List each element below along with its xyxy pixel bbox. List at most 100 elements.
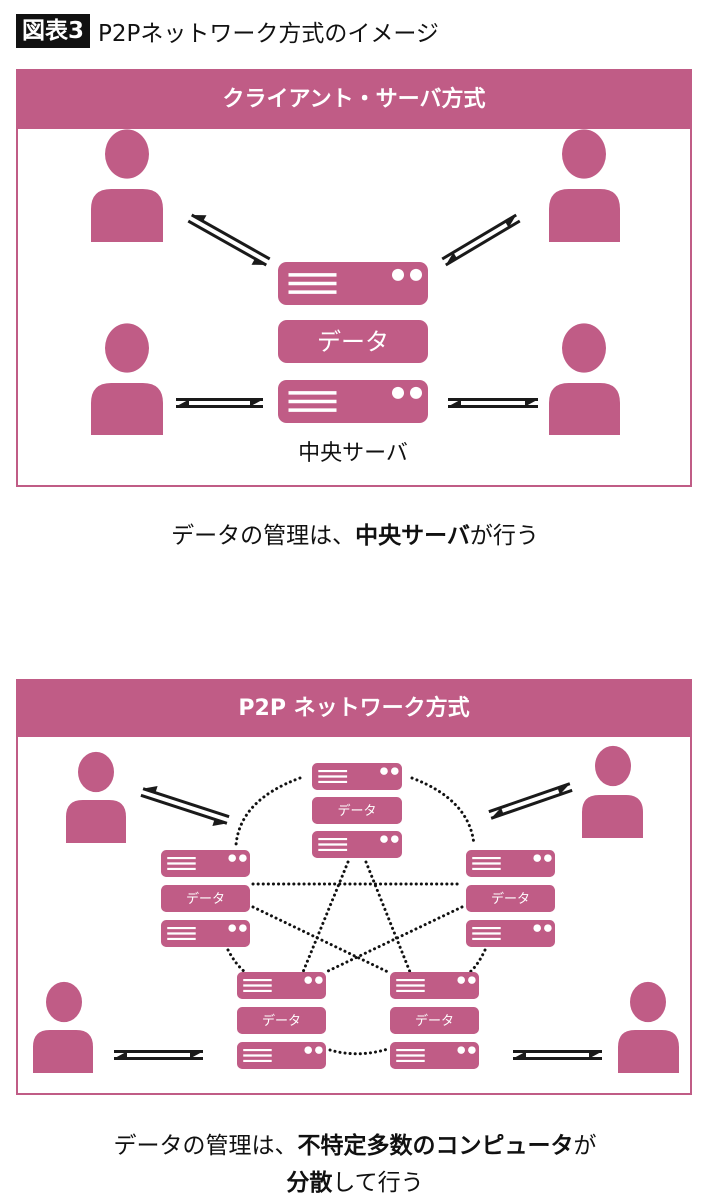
server-led-icon [239, 924, 247, 932]
arrowhead-icon [448, 399, 461, 407]
line-right-bottomleft [324, 905, 464, 974]
client-bottom-left [91, 323, 163, 435]
arrow-line [140, 793, 228, 825]
line-top-bottomleft [301, 860, 350, 974]
server-led-icon [391, 268, 405, 281]
server-bottom-unit [312, 831, 402, 858]
line-left-bottomright [251, 905, 390, 974]
p2p-caption-line2: 分散して行う [0, 1163, 710, 1197]
data-unit-label: データ [186, 891, 225, 907]
person-head-icon [630, 981, 666, 1023]
arrowhead-icon [212, 819, 227, 826]
p2p-panel: P2P ネットワーク方式 [16, 679, 692, 1095]
user-bottom-left [33, 981, 93, 1073]
arrow-pair-bottom-right [448, 398, 538, 408]
arrow-line [441, 213, 517, 261]
data-unit: データ [466, 885, 555, 912]
person-body-icon [91, 189, 163, 242]
arrowhead-icon [505, 214, 517, 228]
data-unit-box [390, 1007, 479, 1034]
person-head-icon [46, 981, 82, 1023]
data-unit-box [312, 797, 402, 824]
person-head-icon [562, 323, 606, 373]
data-unit-box [237, 1007, 326, 1034]
client-server-caption: データの管理は、中央サーバが行う [0, 516, 710, 550]
arrowhead-icon [191, 214, 207, 222]
server-top-unit [278, 262, 428, 305]
server-bottom-unit [466, 920, 555, 947]
arrowhead-icon [250, 399, 263, 407]
client-server-panel: クライアント・サーバ方式 [16, 69, 692, 487]
server-bottom-unit [237, 1042, 326, 1069]
arrowhead-icon [445, 252, 457, 266]
person-head-icon [105, 323, 149, 373]
server-unit-icon [312, 763, 402, 790]
server-led-icon [380, 767, 388, 775]
p2p-header: P2P ネットワーク方式 [18, 681, 690, 737]
user-bottom-right [618, 981, 679, 1073]
person-body-icon [618, 1030, 679, 1073]
server-unit-icon [390, 1042, 479, 1069]
arrowhead-icon [557, 783, 570, 795]
server-led-icon [457, 1046, 465, 1054]
server-unit-icon [466, 850, 555, 877]
arc-left-bottom [226, 948, 247, 974]
server-unit-icon [161, 920, 250, 947]
arc-bottom [328, 1047, 390, 1056]
server-unit-icon [312, 831, 402, 858]
arrow-line [445, 219, 521, 267]
server-unit-icon [278, 262, 428, 305]
server-led-icon [409, 268, 423, 281]
arrowhead-icon [525, 399, 538, 407]
server-bottom-unit [278, 380, 428, 423]
arrowhead-icon [251, 258, 267, 266]
server-led-icon [391, 835, 399, 843]
client-top-left [91, 129, 163, 242]
data-unit-box [278, 320, 428, 363]
server-top-unit [466, 850, 555, 877]
caption-part: データの管理は、 [171, 523, 356, 549]
p2p-arrow-bottom-left [114, 1050, 203, 1060]
server-led-icon [228, 854, 236, 862]
person-head-icon [595, 745, 631, 787]
arrowhead-icon [114, 1051, 127, 1059]
arrow-pair-top-right [441, 213, 521, 267]
arrow-line [190, 213, 271, 261]
central-server: データ [278, 320, 428, 363]
arc-right-bottom [468, 948, 487, 974]
arrow-line [187, 219, 268, 267]
server-led-icon [304, 976, 312, 984]
person-body-icon [549, 383, 620, 435]
user-top-left [66, 751, 126, 843]
server-led-icon [544, 854, 552, 862]
person-body-icon [91, 383, 163, 435]
server-unit-icon [237, 972, 326, 999]
arc-top-left [234, 776, 302, 847]
arrowhead-icon [143, 786, 158, 793]
server-led-icon [380, 835, 388, 843]
person-body-icon [582, 795, 643, 838]
server-led-icon [228, 924, 236, 932]
person-head-icon [78, 751, 114, 793]
server-led-icon [533, 924, 541, 932]
server-unit-icon [466, 920, 555, 947]
person-head-icon [562, 129, 606, 179]
server-top-unit [237, 972, 326, 999]
data-unit-label: データ [317, 328, 389, 356]
server-led-icon [457, 976, 465, 984]
caption-part: 分散 [286, 1170, 333, 1196]
caption-part: データの管理は、 [113, 1133, 298, 1159]
caption-part: が [573, 1133, 597, 1159]
data-unit: データ [161, 885, 250, 912]
line-top-bottomright [364, 860, 412, 974]
person-body-icon [549, 189, 620, 242]
arrow-pair-bottom-left [176, 398, 263, 408]
data-unit-box [466, 885, 555, 912]
person-head-icon [105, 129, 149, 179]
server-bottom-unit [161, 920, 250, 947]
server-led-icon [391, 767, 399, 775]
data-unit-label: データ [337, 803, 376, 819]
server-led-icon [315, 976, 323, 984]
central-server-label: 中央サーバ [298, 441, 408, 466]
